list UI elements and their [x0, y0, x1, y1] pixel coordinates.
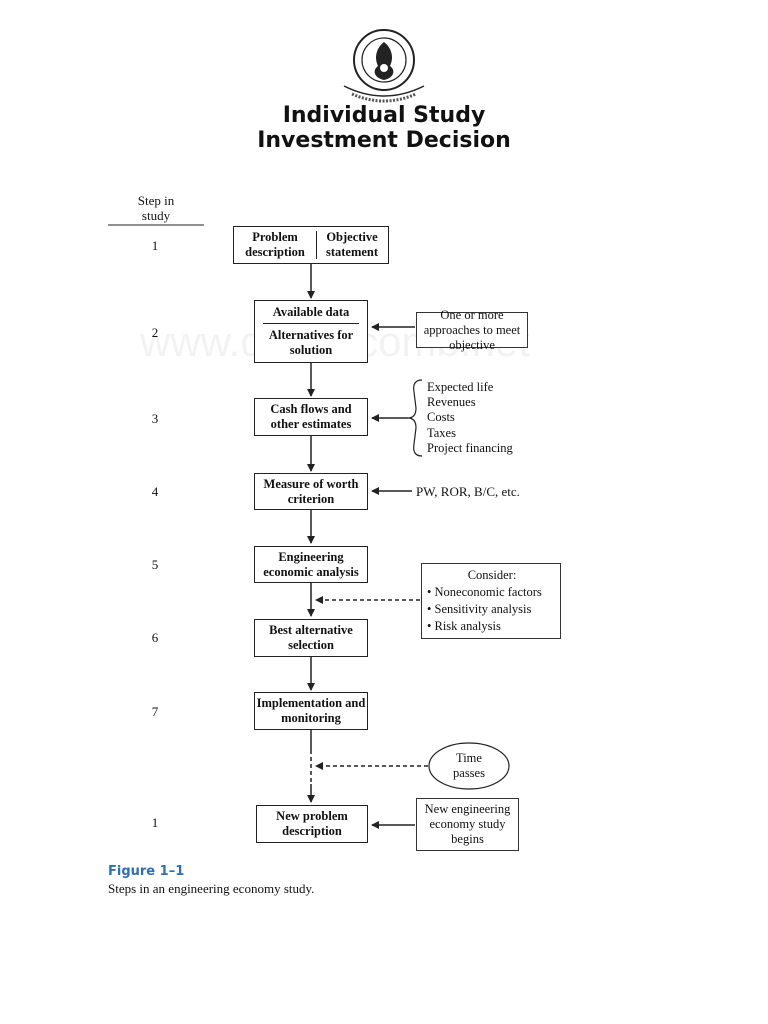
step-number: 2	[151, 325, 159, 340]
available-data-label: Available data	[263, 305, 359, 324]
estimate-item: Expected life	[427, 380, 494, 394]
estimates-brace	[407, 379, 423, 457]
alternatives-label: Alternatives for solution	[268, 328, 354, 357]
new-problem-box: New problem description	[256, 805, 368, 843]
implementation-box: Implementation and monitoring	[254, 692, 368, 730]
cash-flows-box: Cash flows and other estimates	[254, 398, 368, 436]
measure-of-worth-box: Measure of worth criterion	[254, 473, 368, 510]
step-header: Step in study	[108, 193, 204, 223]
consider-note-box: Consider: • Noneconomic factors • Sensit…	[421, 563, 561, 639]
step-number: 6	[151, 630, 159, 645]
available-data-box: Available data Alternatives for solution	[254, 300, 368, 363]
page-title-line2: Investment Decision	[257, 128, 511, 153]
figure-caption: Steps in an engineering economy study.	[108, 881, 315, 896]
implementation-label: Implementation and monitoring	[256, 696, 366, 725]
consider-title: Consider:	[467, 568, 517, 582]
university-seal-logo	[334, 24, 434, 106]
estimate-item: Revenues	[427, 395, 476, 409]
consider-item: • Noneconomic factors	[427, 585, 542, 599]
step-number: 1	[151, 815, 159, 830]
problem-description-label: Problem description	[245, 230, 305, 259]
time-passes-label: Time passes	[453, 751, 485, 780]
step-number: 4	[151, 484, 159, 499]
new-study-note-box: New engineering economy study begins	[416, 798, 519, 851]
measures-note: PW, ROR, B/C, etc.	[416, 484, 520, 499]
approaches-note-box: One or more approaches to meet objective	[416, 308, 528, 352]
step-header-line1: Step in	[137, 193, 175, 208]
estimate-item: Taxes	[427, 426, 456, 440]
engineering-analysis-box: Engineering economic analysis	[254, 546, 368, 583]
consider-item: • Risk analysis	[427, 619, 501, 633]
estimate-item: Costs	[427, 410, 455, 424]
best-alternative-label: Best alternative selection	[269, 623, 353, 652]
engineering-analysis-label: Engineering economic analysis	[263, 549, 359, 579]
step-number: 5	[151, 557, 159, 572]
figure-label: Figure 1–1	[108, 864, 185, 879]
step-number: 3	[151, 411, 159, 426]
estimate-item: Project financing	[427, 441, 513, 455]
approaches-note-label: One or more approaches to meet objective	[423, 307, 521, 352]
time-passes-ellipse	[428, 742, 510, 790]
new-study-note-label: New engineering economy study begins	[424, 802, 511, 846]
cash-flows-label: Cash flows and other estimates	[270, 402, 352, 431]
measure-of-worth-label: Measure of worth criterion	[263, 476, 359, 506]
consider-item: • Sensitivity analysis	[427, 602, 532, 616]
step-header-line2: study	[141, 208, 171, 223]
new-problem-label: New problem description	[276, 809, 348, 838]
objective-statement-label: Objective statement	[325, 230, 379, 259]
box-divider	[316, 231, 317, 259]
step-number: 7	[151, 704, 159, 719]
page-title-line1: Individual Study	[282, 103, 486, 128]
step-number: 1	[151, 238, 159, 253]
best-alternative-box: Best alternative selection	[254, 619, 368, 657]
problem-objective-box: Problem description Objective statement	[233, 226, 389, 264]
